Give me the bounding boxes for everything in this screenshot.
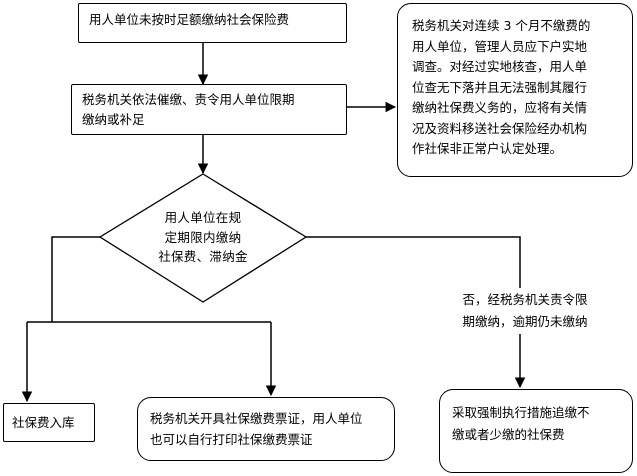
decision-diamond — [98, 173, 308, 303]
outcome-storage-box: 社保费入库 — [3, 403, 95, 442]
no-branch-line-2: 期缴纳，逾期仍未缴纳 — [462, 314, 588, 329]
tax-action-box: 税务机关依法催缴、责令用人单位限期 缴纳或补足 — [71, 84, 347, 135]
tax-action-line-1: 税务机关依法催缴、责令用人单位限期 — [82, 92, 295, 107]
side-note-box: 税务机关对连续 3 个月不缴费的 用人单位，管理人员应下户实地 调查。对经过实地… — [397, 3, 633, 177]
outcome-receipt-box: 税务机关开具社保缴费票证，用人单位 也可以自行打印社保缴费票证 — [137, 397, 395, 461]
decision-text: 用人单位在规 定期限内缴纳 社保费、滞纳金 — [143, 208, 263, 267]
side-note-line-4: 位查无下落并且无法强制其履行 — [412, 79, 588, 95]
no-branch-label: 否，经税务机关责令限 期缴纳，逾期仍未缴纳 — [440, 289, 610, 333]
side-note-line-6: 况及资料移送社会保险经办机构 — [412, 120, 588, 136]
side-note-line-5: 缴纳社保费义务的，应将有关情 — [412, 100, 588, 115]
side-note-line-3: 调查。对经过实地核查，用人单 — [412, 59, 588, 74]
outcome-enforce-box: 采取强制执行措施追缴不 缴或者少缴的社保费 — [439, 389, 633, 473]
tax-action-line-2: 缴纳或补足 — [82, 112, 145, 127]
side-note-line-1: 税务机关对连续 3 个月不缴费的 — [412, 18, 591, 33]
start-text: 用人单位未按时足额缴纳社会保险费 — [89, 12, 290, 27]
branch-yes-line — [51, 236, 100, 322]
side-note-line-2: 用人单位，管理人员应下户实地 — [412, 38, 588, 54]
outcome-enforce-line-1: 采取强制执行措施追缴不 — [452, 405, 590, 420]
outcome-receipt-line-2: 也可以自行打印社保缴费票证 — [150, 432, 313, 447]
side-note-line-7: 作社保非正常户认定处理。 — [412, 141, 563, 156]
branch-no-line — [306, 236, 521, 288]
decision-line-1: 用人单位在规 — [164, 210, 242, 225]
no-branch-line-1: 否，经税务机关责令限 — [462, 292, 588, 307]
outcome-receipt-line-1: 税务机关开具社保缴费票证，用人单位 — [150, 411, 363, 426]
outcome-enforce-line-2: 缴或者少缴的社保费 — [452, 427, 565, 442]
outcome-storage-text: 社保费入库 — [12, 415, 75, 430]
decision-line-2: 定期限内缴纳 — [164, 229, 242, 245]
start-box: 用人单位未按时足额缴纳社会保险费 — [78, 3, 347, 43]
decision-line-3: 社保费、滞纳金 — [158, 249, 248, 264]
